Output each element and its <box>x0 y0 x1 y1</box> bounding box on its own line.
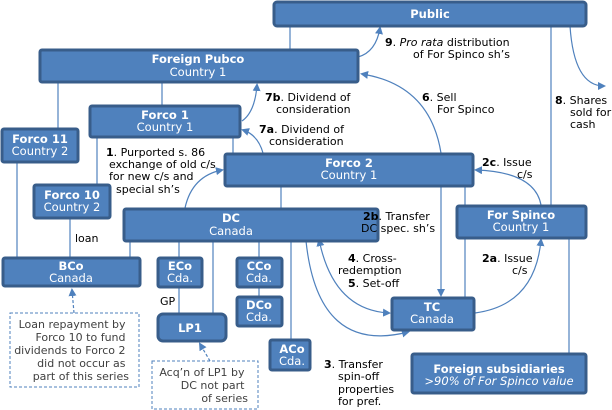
ownership-lines <box>16 26 570 353</box>
box-foreign-subsidiaries: Foreign subsidiaries >90% of For Spinco … <box>410 352 588 395</box>
box-title: Foreign subsidiaries <box>433 362 565 376</box>
box-title: CCo <box>247 259 272 273</box>
box-title: BCo <box>58 259 83 273</box>
box-subtitle: Cda. <box>167 271 193 285</box>
box-title: Foreign Pubco <box>152 52 245 66</box>
label-step-7b: 7b. Dividend of consideration <box>265 91 354 116</box>
box-title: Forco 11 <box>12 132 68 146</box>
box-tc: TC Canada <box>390 296 476 332</box>
note-lp1-acquisition: Acq’n of LP1 by DC not part of series <box>151 360 259 410</box>
box-for-spinco: For Spinco Country 1 <box>455 204 588 240</box>
label-step-2b: 2b. Transfer DC spec. sh’s <box>361 210 435 235</box>
box-dc: DC Canada <box>122 207 380 243</box>
label-step-4-5: 4. Cross- redemption 5. Set-off <box>338 252 405 290</box>
svg-text:Acq’n of LP1 by DC not p: Acq’n of LP1 by DC not part of series <box>159 366 248 405</box>
label-step-8: 8. Shares sold for cash <box>555 94 612 131</box>
box-dco: DCo Cda. <box>235 295 284 328</box>
box-title: ACo <box>279 342 304 356</box>
svg-text:Loan repayment by Forco: Loan repayment by Forco 10 to fund divid… <box>14 318 129 383</box>
box-title: LP1 <box>178 321 202 335</box>
box-subtitle: Country 1 <box>493 220 550 234</box>
arrow-lp1-note <box>198 342 211 362</box>
arrow-step-2a <box>474 238 545 314</box>
arrow-step-4-5 <box>316 238 391 317</box>
arrow-step-1 <box>184 167 224 209</box>
label-step-6: 6. Sell For Spinco <box>422 91 495 116</box>
label-step-7a: 7a. Dividend of consideration <box>259 123 347 148</box>
box-subtitle: Country 1 <box>321 168 378 182</box>
box-title: Forco 10 <box>44 188 100 202</box>
box-subtitle: >90% of For Spinco value <box>424 374 573 388</box>
box-subtitle: Country 2 <box>44 200 101 214</box>
label-step-2a: 2a. Issue c/s <box>482 252 536 277</box>
box-subtitle: Cda. <box>246 310 272 324</box>
box-forco2: Forco 2 Country 1 <box>223 152 475 188</box>
box-title: DCo <box>246 298 272 312</box>
box-subtitle: Country 1 <box>170 65 227 79</box>
arrow-step-7b <box>241 83 261 122</box>
box-title: Public <box>410 7 450 21</box>
arrow-step-7a <box>241 128 264 154</box>
arrow-step-9 <box>357 26 383 58</box>
label-step-9: 9. Pro rata distribution of For Spinco s… <box>385 36 513 61</box>
arrow-step-6 <box>360 71 442 154</box>
box-cco: CCo Cda. <box>235 256 284 289</box>
label-step-1: 1. Purported s. 86 exchange of old c/s f… <box>106 146 219 196</box>
box-subtitle: Canada <box>209 224 253 238</box>
box-forco11: Forco 11 Country 2 <box>0 127 80 164</box>
box-subtitle: Country 1 <box>137 120 194 134</box>
box-aco: ACo Cda. <box>268 338 312 372</box>
note-loan-repayment: Loan repayment by Forco 10 to fund divid… <box>9 312 140 388</box>
arrow-step-2c <box>474 166 542 206</box>
label-gp: GP <box>160 295 176 308</box>
box-eco: ECo Cda. <box>156 256 204 289</box>
box-forco1: Forco 1 Country 1 <box>88 104 242 139</box>
box-title: DC <box>222 211 240 225</box>
label-loan: loan <box>75 232 99 245</box>
label-step-2c: 2c. Issue c/s <box>482 156 535 181</box>
box-title: TC <box>424 300 440 314</box>
transaction-arrows <box>68 25 606 362</box>
arrow-step-3 <box>305 240 410 338</box>
label-step-3: 3. Transfer spin-off properties for pref… <box>324 358 398 408</box>
arrow-step-8 <box>569 25 606 90</box>
box-subtitle: Canada <box>49 271 93 285</box>
box-subtitle: Cda. <box>279 354 305 368</box>
box-subtitle: Cda. <box>246 271 272 285</box>
box-title: For Spinco <box>487 208 555 222</box>
box-bco: BCo Canada <box>1 256 142 288</box>
box-subtitle: Country 2 <box>12 144 69 158</box>
box-title: Forco 2 <box>325 156 373 170</box>
box-title: ECo <box>168 259 192 273</box>
box-foreign-pubco: Foreign Pubco Country 1 <box>38 48 360 84</box>
box-title: Forco 1 <box>141 108 189 122</box>
arrow-loan-note <box>68 288 77 314</box>
box-subtitle: Canada <box>410 312 454 326</box>
box-forco10: Forco 10 Country 2 <box>32 183 112 220</box>
box-public: Public <box>272 0 588 28</box>
box-lp1: LP1 <box>156 312 228 343</box>
